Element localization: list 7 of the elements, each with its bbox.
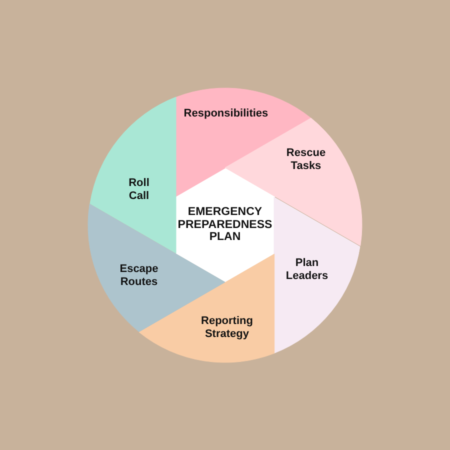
segment-label: Plan Leaders [286,256,328,284]
hub-label: EMERGENCY PREPAREDNESS PLAN [178,206,272,244]
segment-label: Reporting Strategy [201,314,253,342]
segment-label: Roll Call [128,176,150,204]
segment-label: Rescue Tasks [286,146,326,174]
segment-label: Responsibilities [184,107,268,121]
segment-label: Escape Routes [120,262,158,290]
